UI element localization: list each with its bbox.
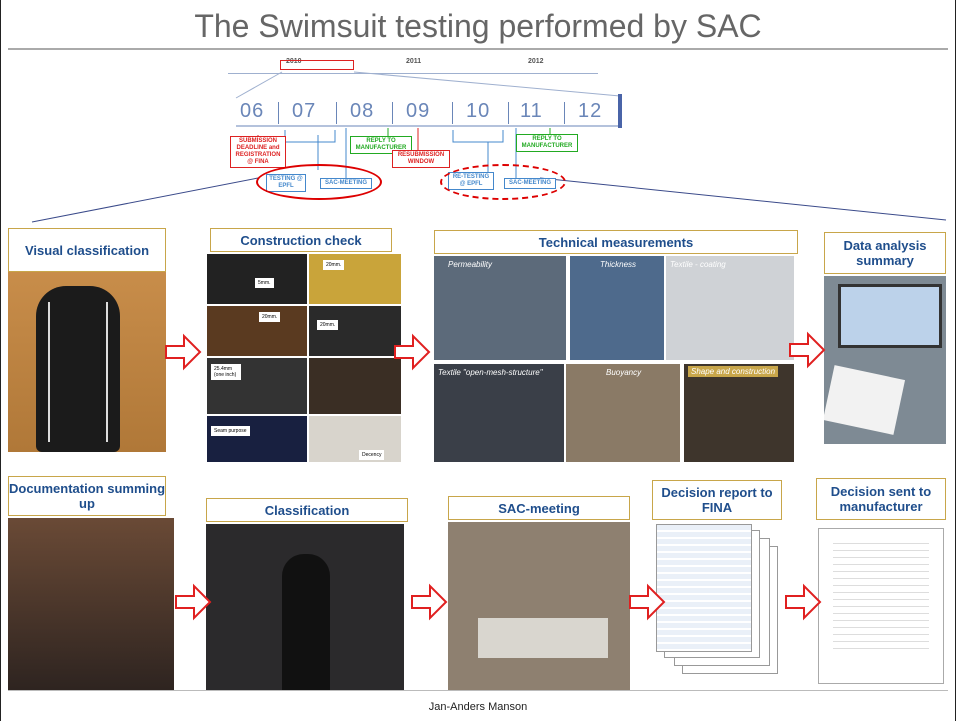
title-divider [8, 48, 948, 50]
slide-title: The Swimsuit testing performed by SAC [194, 8, 762, 44]
section-header-technical: Technical measurements [434, 230, 798, 254]
section-header-visual: Visual classification [8, 228, 166, 272]
year-label: 2010 [286, 58, 302, 65]
report-pages [656, 524, 782, 678]
flow-arrow [785, 583, 822, 621]
technical-photo: Buoyancy [566, 364, 680, 462]
month-label: 09 [406, 100, 431, 122]
decision-letter [818, 528, 944, 684]
reply-to-manufacturer-box: REPLY TO MANUFACTURER [516, 134, 578, 152]
month-label: 07 [292, 100, 317, 122]
measurement-note: Decency [359, 450, 385, 460]
construction-photo: 20mm. [309, 306, 401, 356]
month-label: 11 [520, 100, 543, 122]
year-label: 2011 [406, 58, 422, 65]
laptop-photo [824, 276, 946, 444]
section-header-decision-sent: Decision sent to manufacturer [816, 478, 946, 520]
timeline-end-marker [618, 94, 622, 128]
footer-divider [8, 690, 948, 691]
flow-arrow [394, 333, 431, 371]
classification-photo [206, 524, 404, 690]
construction-photo [309, 358, 401, 414]
year-label: 2012 [528, 58, 544, 65]
technical-photo: Textile "open-mesh-structure" [434, 364, 564, 462]
month-separator [508, 102, 509, 124]
photo-caption: Textile "open-mesh-structure" [438, 368, 543, 377]
section-header-analysis: Data analysis summary [824, 232, 946, 274]
month-separator [336, 102, 337, 124]
technical-photo: Permeability [434, 256, 566, 360]
measurement-note: 25.4mm (one inch) [211, 364, 241, 380]
construction-photo: 20mm. [309, 254, 401, 304]
timeline-months: 06 07 08 09 10 11 12 [232, 100, 622, 126]
section-header-classification: Classification [206, 498, 408, 522]
resubmission-window-box: RESUBMISSION WINDOW [392, 150, 450, 168]
person-silhouette [282, 554, 330, 690]
month-label: 08 [350, 100, 375, 122]
measurement-note: 20mm. [259, 312, 281, 322]
swimsuit-seam [106, 302, 108, 442]
construction-photo: 5mm. [207, 254, 307, 304]
month-separator [278, 102, 279, 124]
flow-arrow [629, 583, 666, 621]
construction-photo: 20mm. [207, 306, 307, 356]
section-header-construction: Construction check [210, 228, 392, 252]
documentation-photo [8, 518, 174, 690]
section-header-decision-report: Decision report to FINA [652, 480, 782, 520]
report-page-table [656, 524, 752, 652]
timeline-selection [280, 60, 354, 70]
flow-arrow [411, 583, 448, 621]
laptop-screen [838, 284, 942, 348]
photo-caption: Buoyancy [606, 368, 642, 377]
measurement-note: 20mm. [317, 320, 339, 330]
submission-deadline-box: SUBMISSION DEADLINE and REGISTRATION @ F… [230, 136, 286, 168]
highlight-ellipse [256, 164, 382, 200]
measurement-note: 5mm. [255, 278, 274, 288]
construction-photo: Decency [309, 416, 401, 462]
month-label: 10 [466, 100, 491, 122]
month-separator [392, 102, 393, 124]
measurement-note: 20mm. [323, 260, 345, 270]
section-header-sac-meeting: SAC-meeting [448, 496, 630, 520]
flow-arrow [175, 583, 212, 621]
technical-photo: Textile - coating [666, 256, 794, 360]
meeting-table [478, 618, 608, 658]
technical-photo: Shape and construction [684, 364, 794, 462]
month-label: 12 [578, 100, 603, 122]
technical-photo: Thickness [570, 256, 664, 360]
reply-to-manufacturer-box: REPLY TO MANUFACTURER [350, 136, 412, 154]
flow-arrow [789, 331, 826, 369]
month-label: 06 [240, 100, 265, 122]
month-separator [452, 102, 453, 124]
photo-caption: Permeability [448, 260, 493, 269]
slide-footer: Jan-Anders Manson [428, 701, 528, 713]
highlight-ellipse-dashed [440, 164, 566, 200]
section-header-documentation: Documentation summing up [8, 476, 166, 516]
timeline-ruler: 2010 2011 2012 [228, 58, 598, 74]
measurement-note: Seam purpose [211, 426, 250, 436]
letter-text-lines [833, 543, 929, 653]
photo-caption: Thickness [600, 260, 637, 269]
construction-photo: 25.4mm (one inch) [207, 358, 307, 414]
swimsuit-seam [48, 302, 50, 442]
flow-arrow [165, 333, 202, 371]
photo-caption: Textile - coating [670, 260, 726, 269]
meeting-photo [448, 522, 630, 690]
photo-caption: Shape and construction [688, 366, 779, 377]
construction-photo: Seam purpose [207, 416, 307, 462]
month-separator [564, 102, 565, 124]
swimsuit-photo [8, 272, 166, 452]
